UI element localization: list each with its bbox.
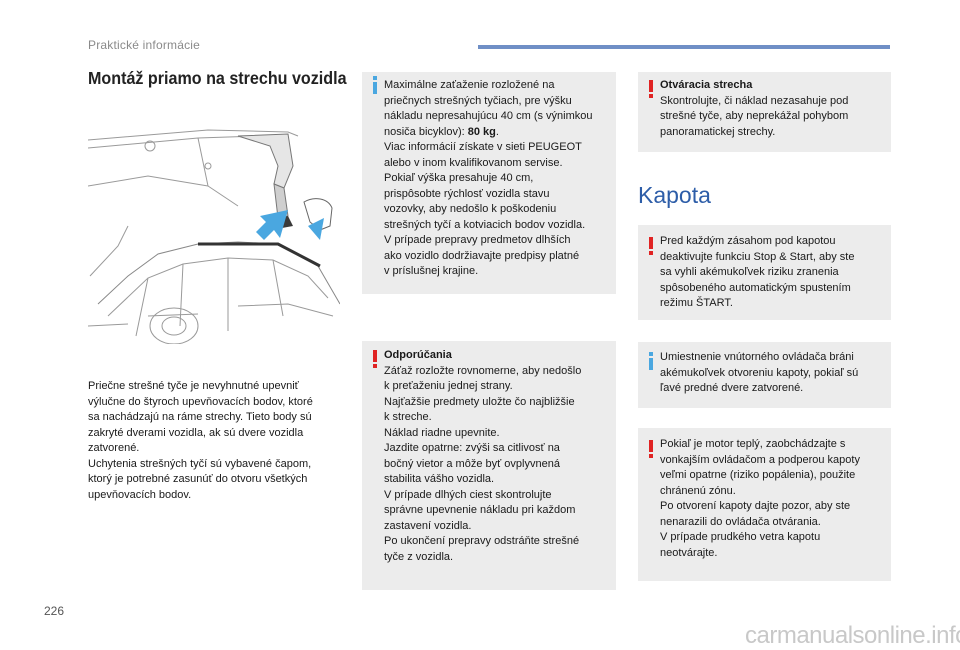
watermark: carmanualsonline.info bbox=[745, 622, 960, 649]
header-rule bbox=[478, 45, 890, 49]
page-number: 226 bbox=[44, 604, 65, 618]
warning-icon bbox=[373, 350, 377, 362]
sunroof-text: Skontrolujte, či náklad nezasahuje pod s… bbox=[660, 94, 849, 138]
info-icon-stem bbox=[649, 358, 653, 370]
warning-box-recommendations: Odporúčania Záťaž rozložte rovnomerne, a… bbox=[362, 341, 616, 590]
warning-box-sunroof: Otváracia strecha Skontrolujte, či nákla… bbox=[638, 72, 891, 152]
section-title-kapota: Kapota bbox=[638, 182, 711, 208]
recommendations-heading: Odporúčania bbox=[384, 349, 452, 361]
hot-engine-text: Pokiaľ je motor teplý, zaobchádzajte s v… bbox=[660, 438, 860, 559]
load-text: Maximálne zaťaženie rozložené na priečny… bbox=[384, 79, 593, 277]
warning-icon bbox=[649, 440, 653, 452]
page-title: Montáž priamo na strechu vozidla bbox=[88, 68, 347, 88]
roof-mounting-text: Priečne strešné tyče je nevyhnutné upevn… bbox=[88, 380, 313, 501]
lever-text: Umiestnenie vnútorného ovládača bráni ak… bbox=[660, 351, 859, 394]
sunroof-heading: Otváracia strecha bbox=[660, 79, 753, 91]
warning-icon-dot bbox=[649, 94, 653, 98]
roof-mounting-illustration bbox=[87, 126, 341, 345]
info-icon bbox=[649, 352, 653, 356]
info-box-load: Maximálne zaťaženie rozložené na priečny… bbox=[362, 72, 616, 294]
info-icon-stem bbox=[373, 82, 377, 94]
warning-box-hot-engine: Pokiaľ je motor teplý, zaobchádzajte s v… bbox=[638, 428, 891, 581]
section-header: Praktické informácie bbox=[88, 38, 201, 52]
warning-icon bbox=[649, 80, 653, 92]
info-icon bbox=[373, 76, 377, 80]
warning-box-stop-start: Pred každým zásahom pod kapotou deaktivu… bbox=[638, 225, 891, 320]
info-box-lever: Umiestnenie vnútorného ovládača bráni ak… bbox=[638, 342, 891, 408]
max-load-value: 80 kg bbox=[467, 125, 496, 138]
warning-icon bbox=[649, 237, 653, 249]
recommendations-text: Záťaž rozložte rovnomerne, aby nedošlo k… bbox=[384, 364, 582, 563]
warning-icon-dot bbox=[649, 454, 653, 458]
warning-icon-dot bbox=[373, 364, 377, 368]
warning-icon-dot bbox=[649, 251, 653, 255]
stop-start-text: Pred každým zásahom pod kapotou deaktivu… bbox=[660, 235, 855, 309]
